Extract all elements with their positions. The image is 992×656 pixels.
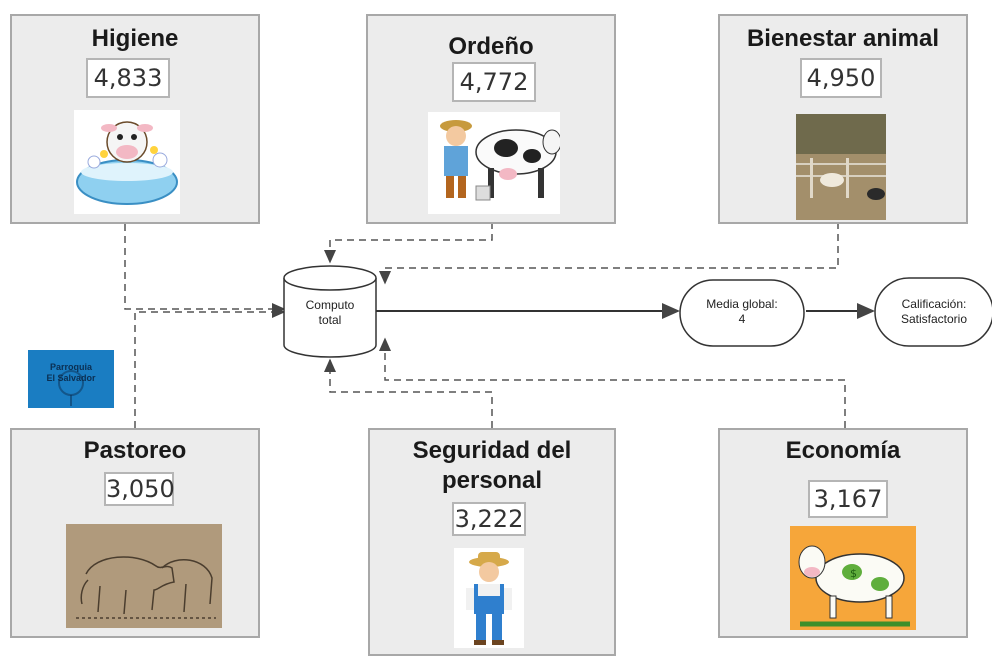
logo-mark-icon: [58, 370, 84, 406]
connector-ordeno: [324, 222, 493, 264]
calificacion-node: [874, 277, 992, 347]
baby-cow-in-tub-image: [74, 110, 180, 214]
connector-pastoreo: [134, 306, 286, 428]
cattle-sketch-image: [66, 524, 222, 628]
computo-total-label: Computo total: [305, 298, 355, 327]
card-pastoreo: Pastoreo 3,050: [10, 428, 260, 638]
card-seguridad-del-personal: Seguridad del personal 3,222: [368, 428, 616, 656]
card-title: Seguridad del personal: [412, 437, 572, 494]
score-value: 4,833: [86, 58, 170, 98]
card-bienestar-animal: Bienestar animal 4,950: [718, 14, 968, 224]
media-global-label: Media global: 4: [706, 297, 778, 326]
card-title: Pastoreo: [83, 437, 187, 464]
farmer-in-overalls-image: [454, 548, 524, 648]
media-global-node: [679, 279, 805, 347]
money-cow-image: $: [790, 526, 916, 630]
score-value: 4,950: [800, 58, 882, 98]
connector-seguridad: [324, 358, 493, 428]
card-higiene: Higiene 4,833: [10, 14, 260, 224]
computo-total-node: [283, 265, 377, 358]
card-economia: Economía 3,167 $: [718, 428, 968, 638]
card-title: Ordeño: [448, 33, 534, 60]
card-ordeno: Ordeño 4,772: [366, 14, 616, 224]
connector-higiene: [124, 224, 286, 315]
person-milking-cow-image: [428, 112, 560, 214]
score-value: 4,772: [452, 62, 536, 102]
connector-economia: [379, 337, 846, 428]
calificacion-label: Calificación: Satisfactorio: [900, 297, 968, 326]
connector-bienestar: [379, 222, 839, 285]
logo-text: Parroquia El Salvador: [46, 362, 96, 383]
score-value: 3,222: [452, 502, 526, 536]
cattle-pen-photo-image: [796, 114, 886, 220]
card-title: Higiene: [91, 25, 179, 52]
svg-text:$: $: [850, 567, 857, 580]
score-value: 3,050: [104, 472, 175, 506]
card-title: Bienestar animal: [746, 25, 940, 52]
score-value: 3,167: [808, 480, 888, 518]
card-title: Economía: [785, 437, 901, 464]
parroquia-logo: Parroquia El Salvador: [28, 350, 114, 408]
